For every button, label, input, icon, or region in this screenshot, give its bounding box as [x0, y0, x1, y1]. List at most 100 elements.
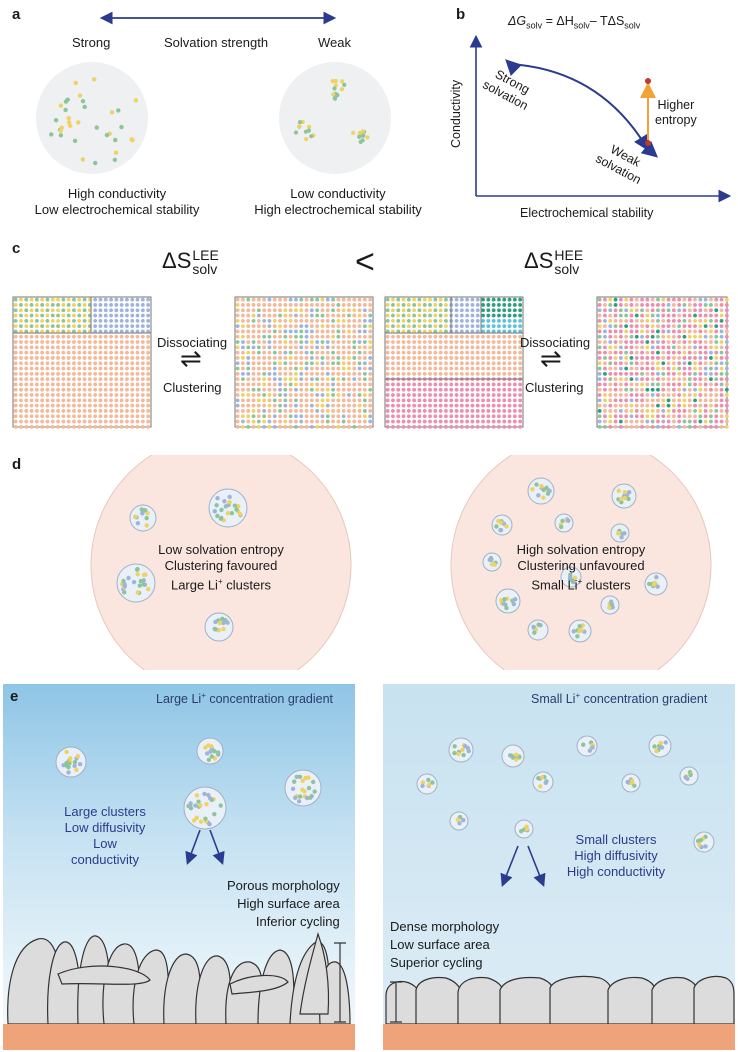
lattice-ion	[682, 340, 687, 344]
lattice-ion	[671, 318, 676, 323]
lattice-ion	[130, 329, 135, 334]
lattice-ion	[103, 361, 108, 366]
lattice-ion	[82, 377, 87, 382]
lattice-ion	[597, 350, 602, 355]
lattice-ion	[262, 329, 267, 334]
lattice-ion	[331, 340, 335, 344]
lattice-ion	[119, 382, 124, 387]
lattice-ion	[315, 419, 320, 424]
lattice-ion	[72, 313, 76, 318]
lattice-ion	[278, 345, 282, 350]
lattice-ion	[61, 303, 66, 307]
lattice-ion	[406, 350, 411, 355]
lattice-ion	[677, 361, 682, 366]
lattice-ion	[385, 409, 390, 413]
lattice-ion	[45, 424, 50, 429]
lattice-ion	[687, 350, 692, 355]
lattice-ion	[93, 393, 98, 397]
lattice-ion	[703, 398, 708, 403]
lattice-ion	[34, 313, 39, 318]
lattice-ion	[671, 340, 676, 344]
lattice-ion	[693, 398, 697, 403]
lattice-ion	[597, 361, 602, 366]
lattice-ion	[502, 424, 507, 429]
dissociating-label-left: Dissociating	[157, 335, 228, 350]
lattice-ion	[272, 303, 277, 307]
lattice-ion	[125, 409, 129, 413]
lattice-ion	[40, 356, 45, 360]
lattice-ion	[93, 345, 98, 350]
lattice-ion	[288, 419, 293, 424]
lattice-ion	[613, 356, 618, 360]
lattice-ion	[362, 424, 367, 429]
lattice-ion	[109, 377, 113, 382]
lattice-ion	[391, 419, 395, 424]
lattice-ion	[640, 414, 644, 419]
lattice-ion	[93, 403, 98, 408]
lattice-ion	[640, 403, 644, 408]
lattice-ion	[135, 334, 140, 339]
lattice-ion	[618, 356, 623, 360]
lattice-ion	[428, 414, 432, 419]
lattice-ion	[613, 318, 618, 323]
lattice-ion	[444, 361, 448, 366]
weak-label: Weak	[318, 35, 351, 50]
strong-solvation-circle	[36, 62, 148, 174]
cluster-ion	[308, 795, 313, 800]
lattice-ion	[347, 350, 351, 355]
lattice-ion	[486, 345, 491, 350]
lattice-ion	[262, 419, 267, 424]
lattice-ion	[29, 419, 34, 424]
lattice-ion	[299, 334, 304, 339]
lattice-ion	[391, 382, 395, 387]
lattice-ion	[241, 403, 245, 408]
lattice-ion	[444, 398, 448, 403]
lattice-ion	[454, 313, 459, 318]
lattice-ion	[396, 324, 401, 329]
lattice-ion	[640, 409, 644, 413]
lattice-ion	[693, 419, 697, 424]
lattice-ion	[687, 313, 692, 318]
lattice-ion	[661, 398, 666, 403]
lattice-ion	[687, 382, 692, 387]
lattice-ion	[449, 382, 454, 387]
lattice-ion	[19, 361, 23, 366]
lattice-ion	[422, 371, 427, 376]
lattice-ion	[82, 297, 87, 302]
lattice-ion	[603, 340, 607, 344]
lattice-ion	[624, 340, 629, 344]
lattice-ion	[61, 398, 66, 403]
lattice-ion	[87, 398, 92, 403]
lattice-ion	[597, 371, 602, 376]
lattice-ion	[396, 308, 401, 313]
lattice-ion	[703, 356, 708, 360]
lattice-ion	[119, 303, 124, 307]
ion-dot	[133, 98, 139, 103]
lattice-ion	[449, 371, 454, 376]
lattice-ion	[438, 345, 443, 350]
cluster-ion	[146, 587, 151, 592]
cluster-ion	[232, 503, 238, 508]
lattice-ion	[50, 382, 55, 387]
lattice-ion	[146, 356, 151, 360]
lattice-ion	[417, 366, 422, 371]
lattice-ion	[256, 377, 261, 382]
lattice-ion	[709, 382, 713, 387]
lattice-ion	[325, 313, 330, 318]
lattice-ion	[481, 350, 485, 355]
lattice-ion	[724, 371, 729, 376]
lattice-ion	[417, 297, 422, 302]
lattice-ion	[417, 419, 422, 424]
lattice-ion	[724, 393, 729, 397]
lattice-ion	[677, 387, 682, 392]
lattice-ion	[336, 356, 341, 360]
ion-dot	[49, 132, 54, 137]
lattice-ion	[470, 329, 475, 334]
lattice-ion	[331, 303, 335, 307]
lattice-ion	[34, 382, 39, 387]
lattice-ion	[608, 303, 613, 307]
lattice-ion	[56, 308, 60, 313]
lattice-ion	[77, 329, 82, 334]
lattice-ion	[465, 356, 470, 360]
lattice-ion	[385, 387, 390, 392]
